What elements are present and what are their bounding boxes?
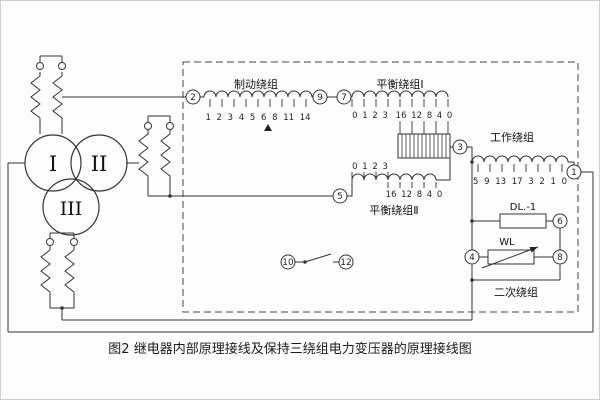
terminal-4: 4 bbox=[464, 249, 480, 265]
tap-selector-leads bbox=[399, 121, 449, 134]
contact-blade bbox=[304, 253, 332, 263]
winding-stubs-top bbox=[39, 55, 63, 134]
winding-node bbox=[58, 62, 66, 70]
balance-winding-2: 0 1 2 3 16 12 8 4 0 平衡绕组Ⅱ bbox=[351, 162, 443, 217]
terminal-8-number: 8 bbox=[557, 253, 563, 263]
working-tap-numbers: 5 9 13 17 3 2 1 0 bbox=[473, 177, 567, 187]
balance-1-coil bbox=[351, 90, 449, 98]
terminal-5: 5 bbox=[332, 188, 348, 204]
output-section: DL.-1 WL 二次绕组 bbox=[481, 202, 547, 299]
balance-2-coil bbox=[351, 173, 437, 181]
terminal-3-number: 3 bbox=[457, 143, 463, 153]
terminal-8: 8 bbox=[552, 249, 568, 265]
junction-dot bbox=[470, 278, 474, 282]
winding-zigzag-bot-a bbox=[40, 246, 51, 296]
terminal-3: 3 bbox=[452, 139, 468, 155]
tap-selector-hatching bbox=[401, 134, 447, 158]
terminal-1-number: 1 bbox=[571, 168, 577, 178]
relay-dashed-boundary bbox=[182, 61, 579, 313]
braking-winding-label: 制动绕组 bbox=[234, 77, 278, 91]
balance-2-ticks-bottom bbox=[387, 182, 437, 188]
resistor-wl-label: WL bbox=[499, 237, 515, 248]
balance-1-taps-right: 16 12 8 4 0 bbox=[396, 111, 453, 121]
relay-dl-box bbox=[499, 213, 547, 229]
tap-selector-block bbox=[397, 133, 451, 159]
winding-stubs-mid bbox=[126, 115, 171, 164]
wiring-paths bbox=[7, 96, 594, 333]
tap-position-marker bbox=[264, 124, 272, 131]
braking-tap-ticks bbox=[209, 99, 307, 107]
winding-numeral-3: III bbox=[60, 198, 83, 220]
balance-1-taps-left: 0 1 2 3 bbox=[352, 111, 388, 121]
terminal-4-number: 4 bbox=[469, 253, 475, 263]
transformer-symbol: I II III bbox=[24, 134, 128, 236]
terminal-12: 12 bbox=[338, 254, 354, 270]
terminal-2: 2 bbox=[185, 89, 201, 105]
junction-dot bbox=[470, 219, 474, 223]
balance-2-taps-right: 16 12 8 4 0 bbox=[386, 190, 443, 200]
terminal-1: 1 bbox=[566, 164, 582, 180]
figure-caption: 图2 继电器内部原理接线及保持三绕组电力变压器的原理接线图 bbox=[108, 341, 471, 357]
secondary-winding-label: 二次绕组 bbox=[494, 285, 538, 299]
contact-pivot-dot bbox=[303, 260, 307, 264]
terminal-7: 7 bbox=[336, 89, 352, 105]
working-winding: 工作绕组 5 9 13 17 3 2 1 0 bbox=[471, 130, 569, 187]
winding-numeral-2: II bbox=[91, 152, 108, 176]
balance-1-tap-ticks bbox=[351, 99, 449, 107]
winding-numeral-1: I bbox=[49, 152, 57, 176]
winding-zigzag-top-b bbox=[52, 72, 63, 122]
winding-zigzag-bot-b bbox=[64, 246, 75, 296]
transformer-circle-3 bbox=[42, 178, 100, 236]
winding-node bbox=[70, 238, 78, 246]
terminal-9-number: 9 bbox=[317, 93, 323, 103]
terminal-10-number: 10 bbox=[282, 258, 294, 268]
junction-dot bbox=[168, 194, 172, 198]
balance-winding-1-label: 平衡绕组Ⅰ bbox=[376, 77, 423, 91]
resistor-adjust-arrow bbox=[481, 246, 539, 269]
winding-zigzag-top-a bbox=[30, 72, 41, 122]
balance-winding-1: 平衡绕组Ⅰ 0 1 2 3 16 12 8 4 0 bbox=[351, 77, 453, 159]
tap-selector-outline bbox=[397, 133, 451, 159]
working-coil bbox=[471, 155, 569, 163]
working-winding-label: 工作绕组 bbox=[490, 130, 534, 144]
terminal-12-number: 12 bbox=[340, 258, 351, 268]
balance-winding-2-label: 平衡绕组Ⅱ bbox=[369, 203, 418, 217]
terminal-2-number: 2 bbox=[190, 93, 196, 103]
winding-node bbox=[144, 122, 152, 130]
resistor-arrowhead bbox=[529, 247, 538, 253]
terminal-9: 9 bbox=[312, 89, 328, 105]
terminal-7-number: 7 bbox=[341, 93, 347, 103]
transformer-winding-symbols bbox=[30, 55, 174, 320]
relay-dl-label: DL.-1 bbox=[510, 202, 536, 213]
winding-node bbox=[46, 238, 54, 246]
braking-coil bbox=[203, 90, 313, 98]
junction-dot bbox=[60, 306, 64, 310]
braking-winding: 制动绕组 1 2 3 4 5 6 8 11 14 bbox=[203, 77, 313, 131]
terminal-10: 10 bbox=[280, 254, 296, 270]
winding-node bbox=[166, 122, 174, 130]
terminal-6: 6 bbox=[552, 213, 568, 229]
resistor-wl-box bbox=[487, 249, 535, 265]
braking-tap-numbers: 1 2 3 4 5 6 8 11 14 bbox=[205, 113, 310, 123]
balance-2-taps-left: 0 1 2 3 bbox=[352, 162, 388, 172]
winding-stubs-bot bbox=[49, 232, 75, 320]
working-tap-ticks bbox=[477, 164, 563, 172]
terminals: 2 9 7 3 1 5 4 6 8 10 12 bbox=[185, 89, 582, 270]
balance-2-ticks-top bbox=[351, 172, 389, 178]
winding-node bbox=[36, 62, 44, 70]
terminal-6-number: 6 bbox=[557, 217, 563, 227]
winding-zigzag-mid-a bbox=[138, 130, 149, 180]
terminal-5-number: 5 bbox=[337, 192, 343, 202]
output-contact-switch bbox=[295, 253, 339, 264]
winding-zigzag-mid-b bbox=[160, 130, 171, 180]
main-wiring bbox=[7, 96, 594, 333]
